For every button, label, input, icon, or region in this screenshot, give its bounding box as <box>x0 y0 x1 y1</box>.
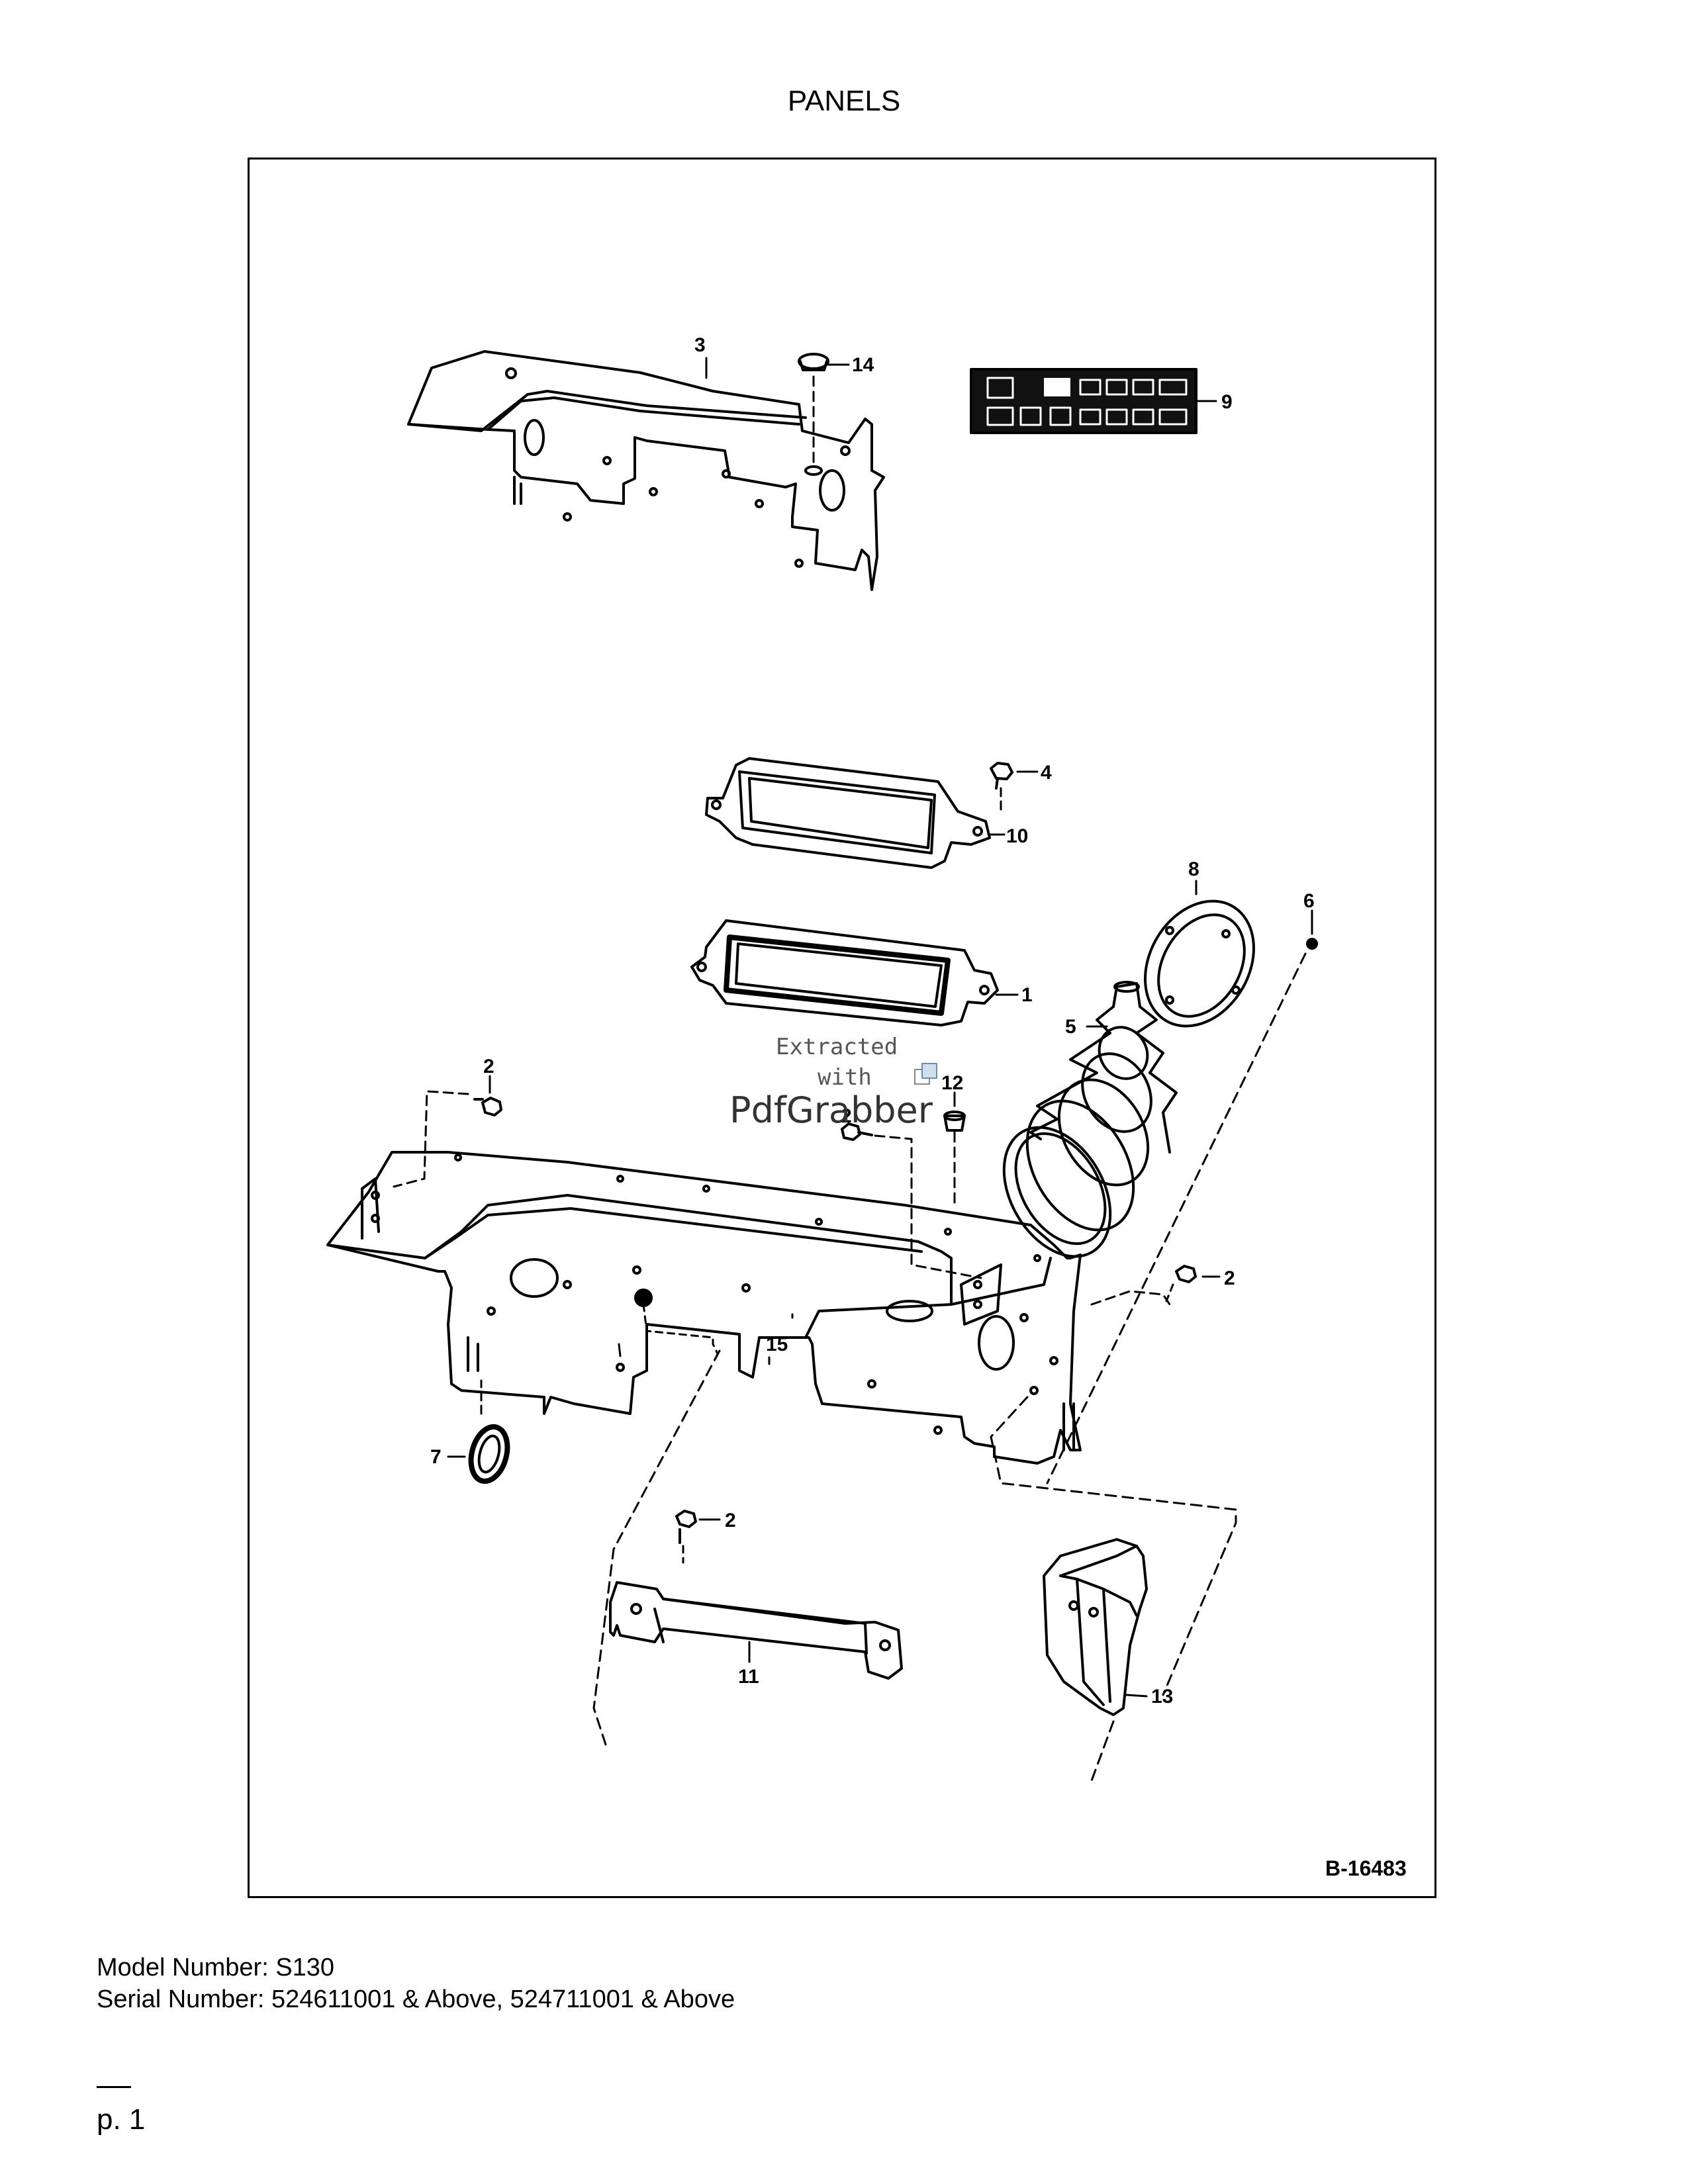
exploded-parts-diagram: 3 14 9 4 10 8 6 1 5 2 12 2 15 7 2 11 13 … <box>248 158 1436 1898</box>
footer-rule <box>97 2086 131 2088</box>
callout-2-upper-left: 2 <box>483 1056 494 1077</box>
diagram-drawing: 3 14 9 4 10 8 6 1 5 2 12 2 15 7 2 11 13 … <box>326 334 1407 1880</box>
serial-number: Serial Number: 524611001 & Above, 524711… <box>97 1985 735 2013</box>
page-title: PANELS <box>787 85 901 117</box>
part-6-screw <box>1046 909 1318 1484</box>
callout-2-lower: 2 <box>725 1510 736 1531</box>
watermark-line1: Extracted <box>776 1034 898 1060</box>
callout-13: 13 <box>1151 1686 1173 1707</box>
watermark-brand: PdfGrabber <box>729 1089 933 1131</box>
page-number: p. 1 <box>97 2103 146 2136</box>
callout-2-center: 2 <box>841 1105 852 1127</box>
part-9-decal <box>970 368 1217 434</box>
part-12-plug <box>943 1091 966 1206</box>
callout-3: 3 <box>694 334 706 356</box>
part-15-lower-panel <box>326 1151 1171 1465</box>
part-1-gasket <box>690 919 1019 1026</box>
part-2-bolt-upper-left <box>393 1075 502 1188</box>
part-7-grommet <box>447 1379 510 1484</box>
part-4-nut <box>990 762 1039 816</box>
callout-7: 7 <box>430 1446 442 1468</box>
part-10-bezel <box>705 757 1006 869</box>
part-11-bracket <box>609 1581 903 1680</box>
part-2-bolt-lower <box>675 1510 721 1564</box>
callout-11: 11 <box>738 1666 759 1688</box>
part-14-plug <box>798 353 850 465</box>
callout-14: 14 <box>852 354 874 376</box>
part-2-bolt-center <box>841 1122 982 1279</box>
callout-9: 9 <box>1221 391 1233 413</box>
part-5-boot <box>1002 981 1178 1258</box>
part-3-upper-panel <box>407 350 885 591</box>
part-13-support <box>1043 1538 1148 1716</box>
callout-4: 4 <box>1041 762 1052 784</box>
callout-15: 15 <box>766 1334 788 1355</box>
callout-6: 6 <box>1303 890 1315 912</box>
model-number: Model Number: S130 <box>97 1954 335 1981</box>
callout-8: 8 <box>1188 858 1199 880</box>
callout-1: 1 <box>1021 984 1033 1006</box>
part-8-ring <box>1144 880 1255 1028</box>
callout-12: 12 <box>941 1072 963 1094</box>
callout-2-right: 2 <box>1224 1267 1235 1289</box>
figure-id: B-16483 <box>1325 1856 1407 1880</box>
callout-5: 5 <box>1065 1016 1076 1038</box>
watermark-line2: with <box>818 1064 872 1091</box>
watermark-logo-icon <box>914 1063 937 1085</box>
part-2-bolt-right <box>1165 1265 1221 1302</box>
callout-10: 10 <box>1006 825 1028 847</box>
